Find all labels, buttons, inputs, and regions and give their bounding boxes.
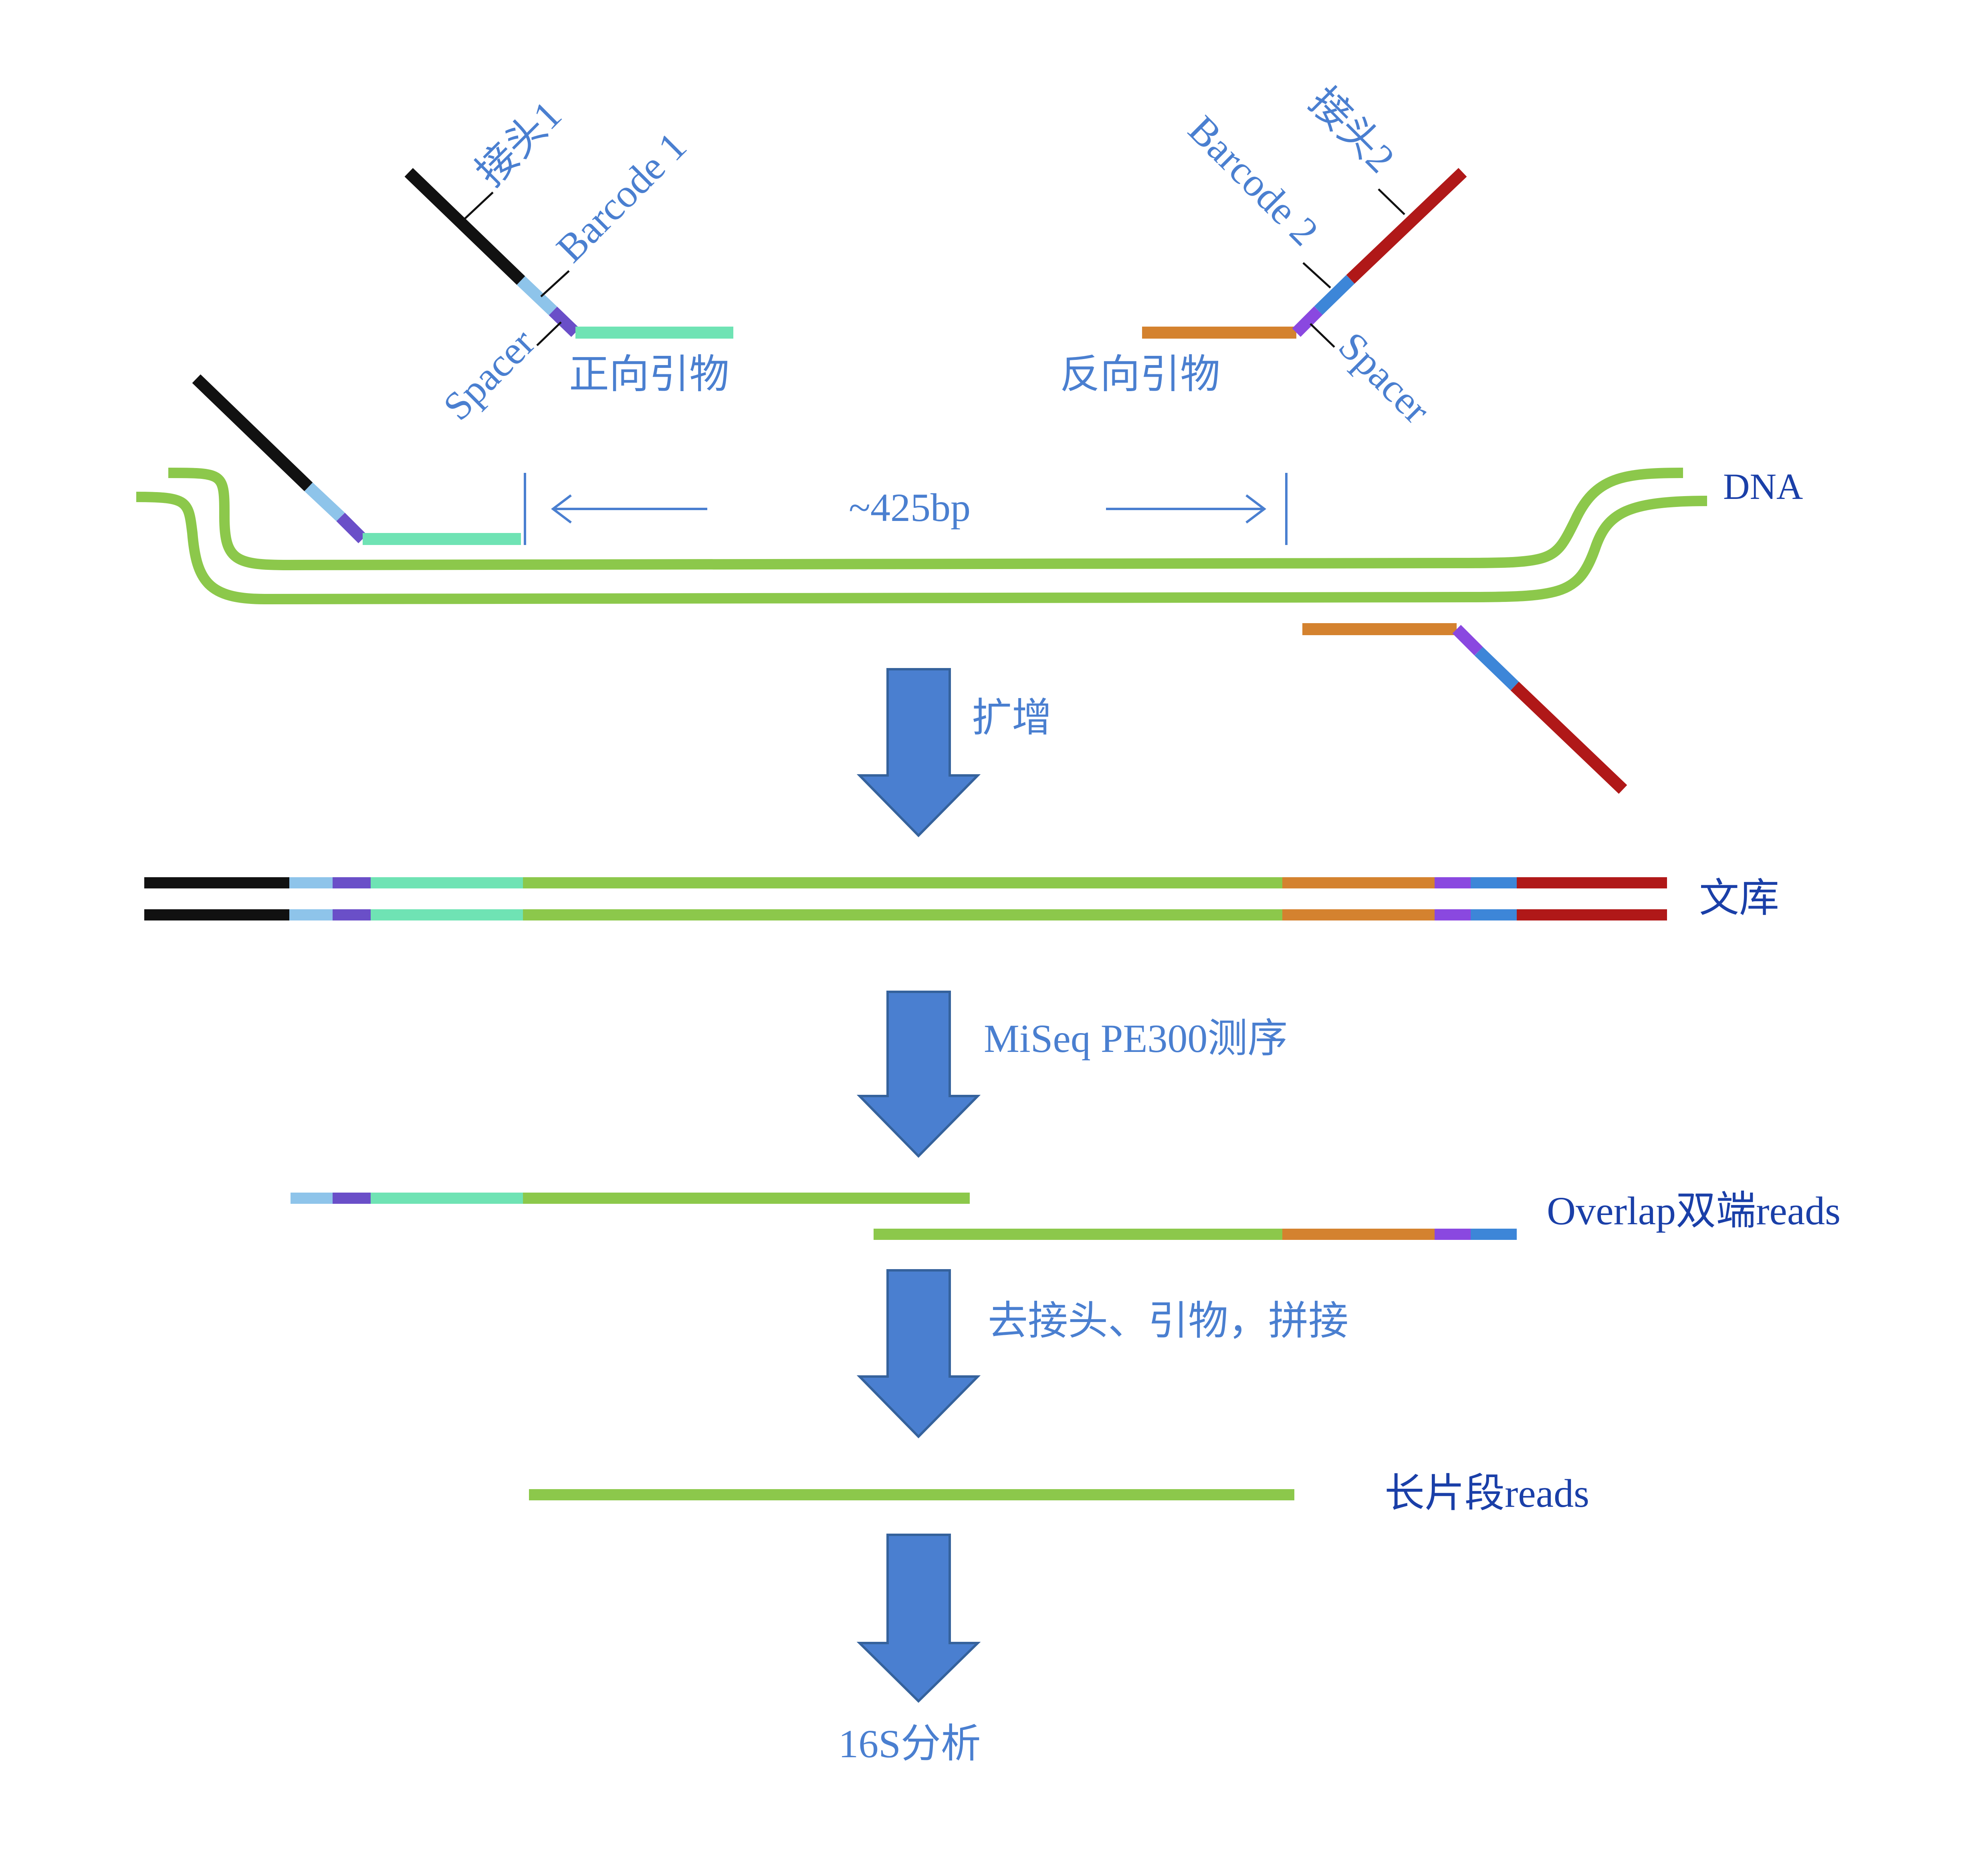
spacer1-label: Spacer	[435, 320, 543, 429]
amplicon-length-marker	[524, 473, 1288, 545]
analysis-label: 16S分析	[838, 1722, 981, 1766]
forward-primer-construct	[404, 168, 733, 339]
long-reads-label: 长片段reads	[1385, 1471, 1589, 1516]
adapter2-segment	[1346, 168, 1467, 284]
barcode2-segment	[1314, 275, 1355, 315]
barcode1-segment	[517, 276, 557, 315]
annealed-adapter1	[192, 374, 313, 491]
sequencing-label: MiSeq PE300测序	[984, 1016, 1288, 1061]
length-arrow-right-head	[1245, 494, 1266, 524]
annealed-spacer1	[336, 513, 367, 543]
spacer1-segment	[549, 307, 580, 337]
annealed-spacer2	[1452, 625, 1483, 656]
forward-construct-leader-lines	[460, 192, 570, 346]
length-arrow-left-head	[551, 494, 572, 524]
down-arrow-4	[856, 1534, 981, 1703]
annealed-barcode1	[304, 482, 345, 521]
forward-primer-label: 正向引物	[569, 352, 729, 397]
overlap-reads-label: Overlap双端reads	[1547, 1189, 1841, 1233]
barcode1-label: Barcode 1	[548, 123, 695, 270]
adapter1-segment	[404, 168, 525, 285]
trim-merge-label: 去接头、引物，拼接	[988, 1299, 1348, 1343]
spacer2-segment	[1292, 306, 1323, 337]
reverse-primer-construct	[1142, 168, 1467, 339]
reverse-construct-leader-lines	[1302, 188, 1405, 348]
down-arrow-2	[856, 991, 981, 1158]
adapter2-label: 接头2	[1301, 79, 1403, 181]
annealed-forward-construct	[192, 374, 521, 545]
down-arrow-1	[856, 668, 981, 838]
dna-double-strand	[136, 468, 1707, 605]
annealed-reverse-construct	[1302, 623, 1627, 794]
adapter1-label: 接头1	[468, 92, 570, 194]
spacer2-label: Spacer	[1330, 323, 1439, 432]
annealed-barcode2	[1474, 647, 1519, 690]
barcode2-label: Barcode 2	[1180, 107, 1327, 254]
dna-bottom-strand	[136, 492, 1707, 605]
library-label: 文库	[1699, 876, 1779, 920]
down-arrow-3	[856, 1269, 981, 1439]
amplicon-length-label: ~425bp	[849, 485, 971, 530]
dna-top-strand	[168, 468, 1683, 571]
annealed-adapter2	[1510, 682, 1627, 794]
dna-label: DNA	[1723, 466, 1803, 507]
reverse-primer-label: 反向引物	[1060, 352, 1220, 397]
amplify-label: 扩增	[972, 696, 1052, 740]
